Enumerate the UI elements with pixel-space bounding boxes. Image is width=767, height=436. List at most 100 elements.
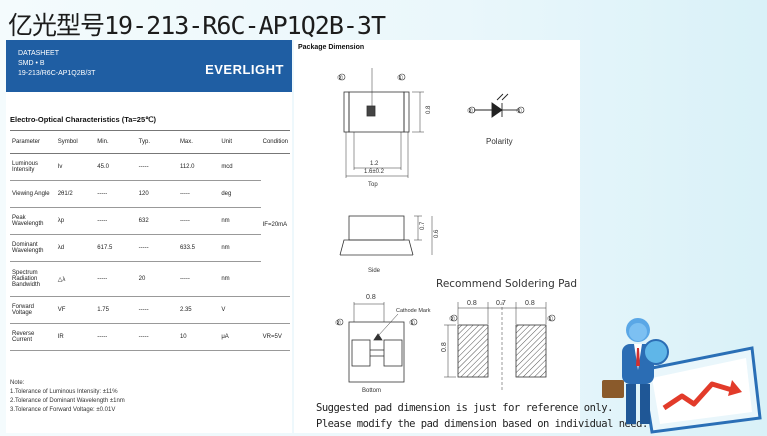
side-view: [339, 215, 433, 256]
polarity-1-label: ①: [516, 107, 522, 115]
cell-unit: deg: [219, 180, 261, 208]
table-row: Viewing Angle 2θ1/2 ----- 120 ----- deg: [10, 180, 290, 208]
package-drawing: ② ① 1.2 1.6±0.2 0.8 Top ② ① Polarity: [335, 68, 556, 394]
cell-min: 45.0: [95, 153, 137, 181]
pad-b-label: 0.8: [525, 300, 535, 307]
cell-max: 633.5: [177, 234, 220, 262]
cell-max: -----: [177, 261, 220, 297]
side-height-b-label: 0.6: [434, 229, 440, 238]
cell-typ: -----: [136, 234, 178, 262]
cell-min: -----: [95, 180, 137, 208]
cell-min: 1.75: [95, 296, 137, 324]
top-height-label: 0.8: [426, 105, 432, 114]
pad-height-label: 0.8: [441, 342, 448, 352]
pad-note-line-2: Please modify the pad dimension based on…: [316, 418, 648, 430]
bottom-terminal-1: ①: [409, 319, 415, 327]
top-width-label: 1.2: [370, 161, 379, 167]
cell-typ: -----: [136, 296, 178, 324]
brand-logo: EVERLIGHT: [205, 62, 284, 77]
note-line: 3.Tolerance of Forward Voltage: ±0.01V: [10, 407, 116, 413]
cell-symbol: λp: [55, 207, 96, 235]
column-header: Condition: [260, 130, 290, 154]
terminal-1-label: ①: [397, 74, 403, 82]
note-line: Note:: [10, 380, 25, 386]
cell-parameter: Viewing Angle: [10, 180, 56, 208]
side-height-a-label: 0.7: [420, 221, 426, 230]
side-label: Side: [368, 268, 381, 274]
table-row: Forward Voltage VF 1.75 ----- 2.35 V: [10, 296, 290, 324]
polarity-symbol: [468, 93, 525, 118]
header-line-3: 19-213/R6C-AP1Q2B/3T: [18, 70, 96, 77]
cell-unit: nm: [219, 234, 261, 262]
cell-max: 112.0: [177, 153, 220, 181]
column-header: Typ.: [136, 130, 178, 154]
bottom-view: [336, 302, 418, 383]
column-header: Parameter: [10, 130, 56, 154]
cell-min: -----: [95, 207, 137, 235]
bottom-label: Bottom: [362, 388, 381, 394]
cell-unit: mcd: [219, 153, 261, 181]
cell-unit: nm: [219, 261, 261, 297]
businessman-laptop-illustration: [602, 318, 762, 434]
pad-a-label: 0.8: [467, 300, 477, 307]
cell-symbol: λd: [55, 234, 96, 262]
cell-max: 10: [177, 323, 220, 351]
cell-parameter: Dominant Wavelength: [10, 234, 56, 262]
section-title: Electro-Optical Characteristics (Ta=25℃): [10, 115, 157, 124]
cell-symbol: VF: [55, 296, 96, 324]
table-row: Reverse Current IR ----- ----- 10 μA VR=…: [10, 323, 290, 351]
datasheet-panel: DATASHEET SMD • B 19-213/R6C-AP1Q2B/3T E…: [6, 40, 292, 433]
table-header-row: Parameter Symbol Min. Typ. Max. Unit Con…: [10, 130, 290, 154]
cell-parameter: Luminous Intensity: [10, 153, 56, 181]
cell-symbol: 2θ1/2: [55, 180, 96, 208]
note-line: 1.Tolerance of Luminous Intensity: ±11%: [10, 389, 118, 395]
cell-parameter: Reverse Current: [10, 323, 56, 351]
notes: Note: 1.Tolerance of Luminous Intensity:…: [10, 379, 125, 415]
cell-typ: -----: [136, 323, 178, 351]
cell-symbol: IR: [55, 323, 96, 351]
cell-parameter: Forward Voltage: [10, 296, 56, 324]
bottom-width-label: 0.8: [366, 294, 376, 301]
cell-unit: μA: [219, 323, 261, 351]
cell-min: 617.5: [95, 234, 137, 262]
cathode-mark-label: Cathode Mark: [396, 308, 431, 314]
cell-typ: 632: [136, 207, 178, 235]
column-header: Max.: [177, 130, 220, 154]
solder-pad-diagram: [444, 302, 556, 390]
cell-max: 2.35: [177, 296, 220, 324]
cell-parameter: Peak Wavelength: [10, 207, 56, 235]
column-header: Unit: [219, 130, 261, 154]
polarity-2-label: ②: [467, 107, 473, 115]
cell-symbol: Iv: [55, 153, 96, 181]
pad-terminal-2: ②: [449, 315, 455, 323]
datasheet-header: DATASHEET SMD • B 19-213/R6C-AP1Q2B/3T E…: [6, 40, 292, 92]
cell-max: -----: [177, 180, 220, 208]
table-row: Dominant Wavelength λd 617.5 ----- 633.5…: [10, 234, 290, 262]
polarity-label: Polarity: [486, 137, 513, 146]
cell-symbol: △λ: [55, 261, 96, 297]
column-header: Symbol: [55, 130, 96, 154]
cell-condition: IF=20mA: [260, 153, 290, 297]
cell-max: -----: [177, 207, 220, 235]
pad-gap-label: 0.7: [496, 300, 506, 307]
cell-parameter: Spectrum Radiation Bandwidth: [10, 261, 56, 297]
column-header: Min.: [95, 130, 137, 154]
note-line: 2.Tolerance of Dominant Wavelength ±1nm: [10, 398, 125, 404]
header-line-1: DATASHEET: [18, 50, 59, 57]
header-line-2: SMD • B: [18, 60, 45, 67]
cell-condition-empty: [260, 296, 290, 324]
cell-typ: -----: [136, 153, 178, 181]
page-title: 亿光型号19-213-R6C-AP1Q2B-3T: [8, 11, 386, 40]
characteristics-table: Parameter Symbol Min. Typ. Max. Unit Con…: [10, 130, 290, 351]
top-total-label: 1.6±0.2: [364, 169, 385, 175]
cell-typ: 120: [136, 180, 178, 208]
table-row: Spectrum Radiation Bandwidth △λ ----- 20…: [10, 261, 290, 297]
drawing-title: Package Dimension: [298, 44, 365, 51]
recommend-pad-title: Recommend Soldering Pad: [436, 278, 578, 290]
cell-typ: 20: [136, 261, 178, 297]
top-label: Top: [368, 182, 378, 188]
terminal-2-label: ②: [337, 74, 343, 82]
cell-condition: VR=5V: [260, 323, 290, 351]
package-drawing-panel: Package Dimension ② ① 1.2 1.6±0.2 0.8 To…: [294, 40, 648, 433]
cell-unit: nm: [219, 207, 261, 235]
